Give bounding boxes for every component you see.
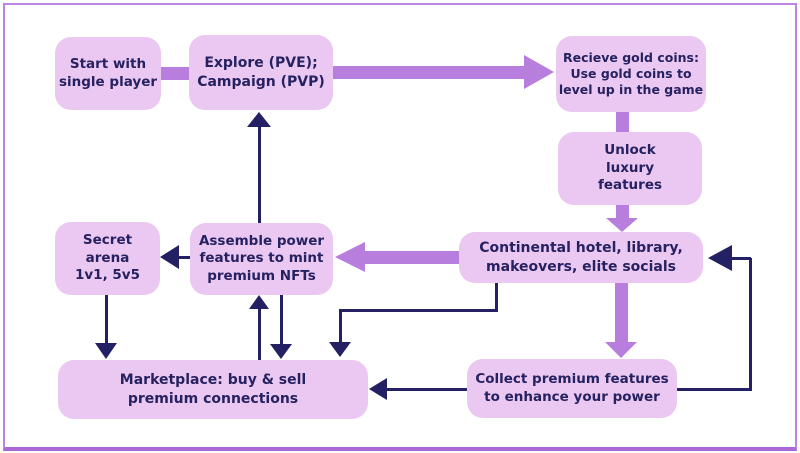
node-assemble-premium-nfts: Assemble power features to mint premium … <box>190 223 333 295</box>
arrow-collect-to-marketplace-head-icon <box>369 378 387 400</box>
arrow-secret-to-marketplace-head-icon <box>95 343 117 359</box>
arrow-continental-to-assemble-head-icon <box>335 242 365 272</box>
arrow-continental-to-marketplace-head-icon <box>329 342 351 357</box>
arrow-continental-to-marketplace-segment1 <box>495 283 498 312</box>
arrow-marketplace-to-assemble-head-icon <box>249 295 269 309</box>
arrow-collect-to-continental-segment1 <box>677 388 752 391</box>
arrow-unlock-to-continental-head-icon <box>606 218 638 232</box>
arrow-assemble-to-marketplace-head-icon <box>270 344 292 359</box>
arrow-start-to-explore <box>159 67 191 80</box>
node-collect-premium-features: Collect premium features to enhance your… <box>467 359 677 418</box>
arrow-explore-to-coins-head-icon <box>524 55 554 89</box>
arrow-assemble-to-explore-line <box>258 126 261 223</box>
arrow-continental-to-assemble-shaft <box>365 251 459 264</box>
node-receive-gold-coins: Recieve gold coins: Use gold coins to le… <box>556 36 706 112</box>
arrow-collect-to-continental-head-icon <box>708 245 732 271</box>
arrow-collect-to-continental-segment3 <box>731 257 751 260</box>
arrow-continental-to-collect-shaft <box>615 282 628 342</box>
arrow-continental-to-marketplace-segment3 <box>339 311 342 342</box>
arrow-coins-to-unlock <box>616 110 629 133</box>
arrow-assemble-to-explore-head-icon <box>247 112 271 127</box>
node-explore-campaign: Explore (PVE); Campaign (PVP) <box>189 35 333 110</box>
node-secret-arena: Secret arena 1v1, 5v5 <box>55 222 160 295</box>
arrow-collect-to-marketplace-line <box>386 388 467 391</box>
arrow-unlock-to-continental-shaft <box>616 204 629 219</box>
arrow-explore-to-coins-shaft <box>333 66 524 79</box>
node-start-single-player: Start with single player <box>55 37 161 110</box>
arrow-marketplace-to-assemble-line <box>258 308 261 360</box>
arrow-secret-to-marketplace-line <box>105 295 108 344</box>
arrow-collect-to-continental-segment2 <box>749 258 752 391</box>
node-continental-hotel: Continental hotel, library, makeovers, e… <box>459 232 703 283</box>
arrow-assemble-to-marketplace-line <box>280 295 283 344</box>
arrow-continental-to-marketplace-segment2 <box>339 309 498 312</box>
arrow-continental-to-collect-head-icon <box>605 342 637 358</box>
node-marketplace: Marketplace: buy & sell premium connecti… <box>58 360 368 419</box>
arrow-assemble-to-secret-line <box>178 256 190 259</box>
arrow-assemble-to-secret-head-icon <box>160 245 179 269</box>
node-unlock-luxury-features: Unlock luxury features <box>558 132 702 205</box>
